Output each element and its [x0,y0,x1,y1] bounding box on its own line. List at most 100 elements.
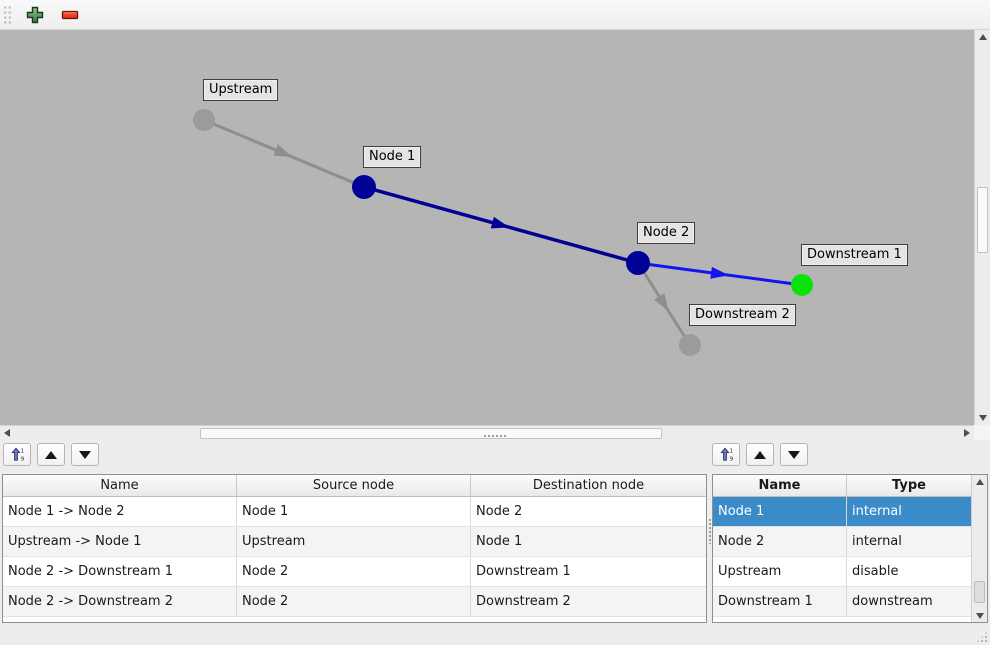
edge-arrow-icon [654,293,669,312]
table-cell: Node 2 -> Downstream 1 [3,557,237,586]
table-cell: Node 2 [713,527,847,556]
move-up-button[interactable] [37,443,65,466]
svg-text:1: 1 [729,449,733,455]
resize-grip-icon[interactable] [976,631,988,643]
minus-icon [61,8,79,22]
scroll-left-button[interactable] [0,426,14,440]
table-cell: Downstream 1 [476,564,571,579]
plus-icon [26,6,44,24]
table-cell: Downstream 1 [713,587,847,616]
up-arrow-icon [754,450,766,459]
graph-node[interactable] [679,334,701,356]
table-cell: Node 2 [237,587,471,616]
horizontal-scroll-thumb[interactable] [200,428,662,439]
table-cell: Node 1 [476,534,523,549]
scroll-down-button[interactable] [972,609,987,622]
svg-text:1: 1 [20,449,24,455]
sort-button[interactable]: 1 9 [3,443,31,466]
main-toolbar [0,0,990,30]
down-arrow-icon [788,450,800,459]
table-cell: Node 1 -> Node 2 [3,497,237,526]
status-bar [0,628,990,645]
column-header[interactable]: Type [892,478,926,493]
up-arrow-icon [45,450,57,459]
move-down-button[interactable] [71,443,99,466]
table-cell: disable [852,564,899,579]
canvas-horizontal-scrollbar[interactable] [0,425,974,440]
column-header[interactable]: Destination node [532,478,645,493]
graph-node[interactable] [626,251,650,275]
scroll-up-button[interactable] [975,30,990,44]
graph-node[interactable] [791,274,813,296]
up-arrow-icon [978,34,987,40]
table-cell: Upstream [237,527,471,556]
table-cell: Node 2 [476,504,523,519]
graph-node[interactable] [352,175,376,199]
edge-arrow-icon [710,266,729,279]
down-arrow-icon [975,612,984,619]
edge-table-toolbar: 1 9 [3,443,105,466]
graph-svg [193,109,813,356]
edge-arrow-icon [490,216,510,229]
table-cell: Upstream [713,557,847,586]
column-header[interactable]: Name [3,475,237,496]
move-up-button[interactable] [746,443,774,466]
left-arrow-icon [4,429,10,437]
table-cell: Upstream -> Node 1 [3,527,237,556]
table-cell: Node 1 [713,497,847,526]
svg-text:9: 9 [20,457,24,462]
graph-node[interactable] [193,109,215,131]
node-label[interactable]: Node 1 [363,146,422,168]
sort-ascending-icon: 1 9 [10,447,25,462]
scrollbar-corner [974,425,990,440]
horizontal-splitter-handle[interactable] [483,434,508,439]
down-arrow-icon [978,415,987,421]
toolbar-drag-handle[interactable] [3,4,12,25]
table-cell: Node 2 [237,557,471,586]
table-row[interactable]: Upstream disable [713,557,971,587]
move-down-button[interactable] [780,443,808,466]
down-arrow-icon [79,450,91,459]
node-table-scrollbar[interactable] [971,475,987,622]
vertical-splitter-handle[interactable] [708,518,713,544]
table-cell: Node 2 -> Downstream 2 [3,587,237,616]
edge-arrow-icon [273,144,293,157]
node-label[interactable]: Node 2 [637,222,696,244]
column-header[interactable]: Source node [237,475,471,496]
node-label[interactable]: Downstream 1 [801,244,908,266]
table-cell: downstream [852,594,933,609]
svg-text:9: 9 [729,457,733,462]
canvas-vertical-scrollbar[interactable] [974,30,990,425]
right-arrow-icon [964,429,970,437]
scroll-up-button[interactable] [972,475,987,488]
node-label[interactable]: Upstream [203,79,279,101]
table-row[interactable]: Downstream 1 downstream [713,587,971,617]
scroll-right-button[interactable] [960,426,974,440]
remove-button[interactable] [58,3,82,27]
table-cell: Node 1 [237,497,471,526]
node-table-toolbar: 1 9 [712,443,814,466]
vertical-scroll-thumb[interactable] [977,187,988,253]
add-button[interactable] [23,3,47,27]
table-row[interactable]: Node 1 internal [713,497,971,527]
table-cell: internal [852,504,902,519]
scroll-down-button[interactable] [975,411,990,425]
node-label[interactable]: Downstream 2 [689,304,796,326]
column-header[interactable]: Name [713,475,847,496]
up-arrow-icon [975,478,984,485]
sort-button[interactable]: 1 9 [712,443,740,466]
table-scroll-thumb[interactable] [974,581,985,603]
